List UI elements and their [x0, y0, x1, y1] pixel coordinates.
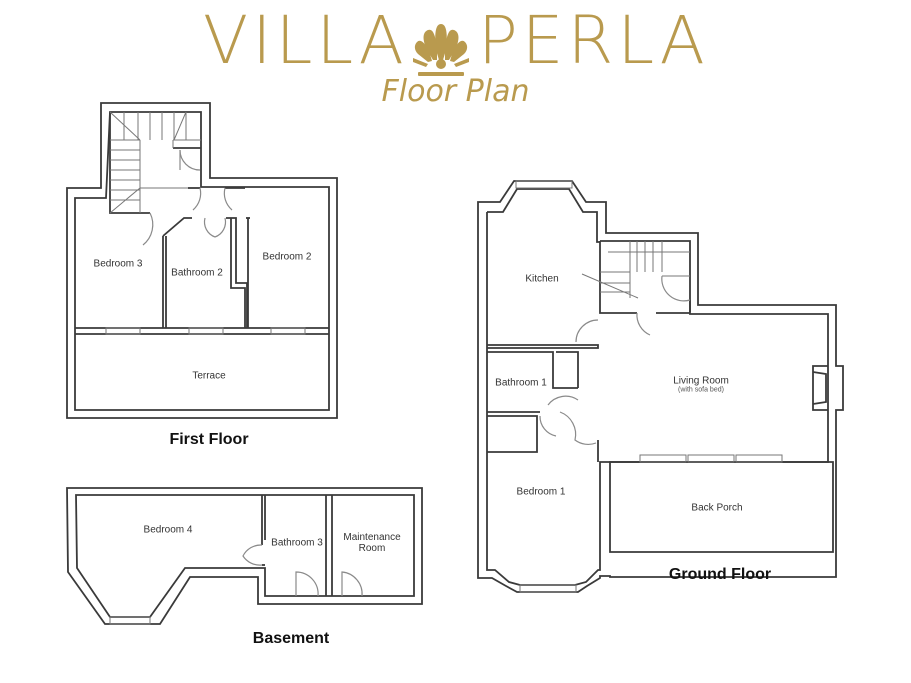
room-label-kitchen: Kitchen: [525, 273, 559, 285]
room-label-living-room: Living Room (with sofa bed): [673, 376, 729, 395]
maintenance-room-line-2: Room: [358, 543, 386, 554]
living-room-note: (with sofa bed): [678, 386, 724, 394]
room-label-bedroom-2: Bedroom 2: [262, 251, 312, 263]
header: VILLA PERLA Floor Plan: [0, 0, 911, 110]
shell-icon: [413, 24, 469, 76]
room-label-bathroom-1: Bathroom 1: [495, 377, 547, 389]
floor-title-ground-floor: Ground Floor: [668, 566, 772, 583]
maintenance-room-line-1: Maintenance: [343, 532, 401, 543]
brand-word-villa: VILLA: [203, 2, 408, 79]
brand-word-perla: PERLA: [478, 2, 709, 79]
subtitle: Floor Plan: [381, 74, 530, 109]
room-label-back-porch: Back Porch: [691, 502, 743, 514]
floor-title-basement: Basement: [252, 630, 330, 647]
brand-title: VILLA PERLA: [0, 6, 911, 76]
ground-floor-plan: [477, 180, 844, 593]
room-label-maintenance-room: Maintenance Room: [343, 532, 400, 554]
living-room-name: Living Room: [673, 375, 729, 387]
first-floor-plan: [66, 102, 338, 419]
floor-title-first-floor: First Floor: [169, 431, 249, 448]
room-label-bedroom-4: Bedroom 4: [143, 524, 193, 536]
room-label-bathroom-3: Bathroom 3: [271, 537, 323, 549]
basement-plan: [66, 487, 423, 625]
room-label-terrace: Terrace: [192, 370, 226, 382]
room-label-bedroom-3: Bedroom 3: [93, 258, 143, 270]
room-label-bathroom-2: Bathroom 2: [171, 267, 223, 279]
room-label-bedroom-1: Bedroom 1: [516, 486, 566, 498]
